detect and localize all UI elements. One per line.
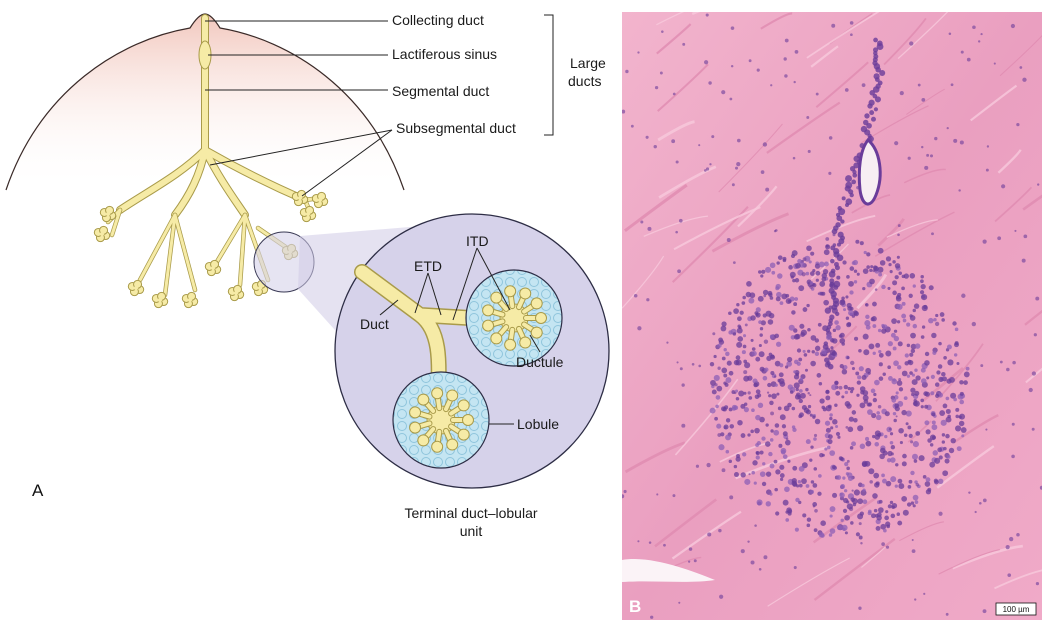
lobule-flower xyxy=(228,285,243,300)
caption-tdlu-1: Terminal duct–lobular xyxy=(404,505,537,521)
label-large-ducts-1: Large xyxy=(570,55,606,71)
acinus xyxy=(491,292,502,303)
label-collecting-duct: Collecting duct xyxy=(392,12,484,28)
acinus xyxy=(491,333,502,344)
panel-a: Collecting duct Lactiferous sinus Segmen… xyxy=(6,12,609,539)
acinus xyxy=(520,337,531,348)
panel-b: 100 µm B xyxy=(620,0,1047,620)
acinus xyxy=(410,407,421,418)
lobule-flower xyxy=(205,260,220,275)
caption-tdlu-2: unit xyxy=(460,523,483,539)
label-ductule: Ductule xyxy=(516,354,564,370)
acinus xyxy=(458,429,469,440)
label-itd: ITD xyxy=(466,233,489,249)
lobule-flower xyxy=(100,206,115,221)
label-lactiferous-sinus: Lactiferous sinus xyxy=(392,46,497,62)
acinus xyxy=(505,286,516,297)
label-etd: ETD xyxy=(414,258,442,274)
lobule-flower xyxy=(312,192,327,207)
acinus xyxy=(520,288,531,299)
lobule-flower xyxy=(292,190,307,205)
acinus xyxy=(410,422,421,433)
acinus xyxy=(483,320,494,331)
acinus xyxy=(447,390,458,401)
acinus xyxy=(418,394,429,405)
lobule-flower xyxy=(94,226,109,241)
label-lobule: Lobule xyxy=(517,416,559,432)
inset-lobule-lower xyxy=(393,372,489,468)
label-subsegmental-duct: Subsegmental duct xyxy=(396,120,516,136)
acinus xyxy=(463,415,474,426)
lobule-flower xyxy=(152,292,167,307)
label-large-ducts-2: ducts xyxy=(568,73,601,89)
acinus xyxy=(447,439,458,450)
panel-letter-b: B xyxy=(629,597,641,616)
lobule-flower xyxy=(300,206,315,221)
lobule-flower xyxy=(182,292,197,307)
acinus xyxy=(531,298,542,309)
panel-letter-a: A xyxy=(32,481,44,500)
lobule-flower xyxy=(128,280,143,295)
label-segmental-duct: Segmental duct xyxy=(392,83,489,99)
acinus xyxy=(432,441,443,452)
inset-lobule-upper xyxy=(466,270,562,366)
acinus xyxy=(458,400,469,411)
acinus xyxy=(418,435,429,446)
acinus xyxy=(536,313,547,324)
scale-bar-label: 100 µm xyxy=(1003,605,1030,614)
acinus xyxy=(505,339,516,350)
acinus xyxy=(483,305,494,316)
acinus xyxy=(432,388,443,399)
acinus xyxy=(531,327,542,338)
label-duct: Duct xyxy=(360,316,389,332)
